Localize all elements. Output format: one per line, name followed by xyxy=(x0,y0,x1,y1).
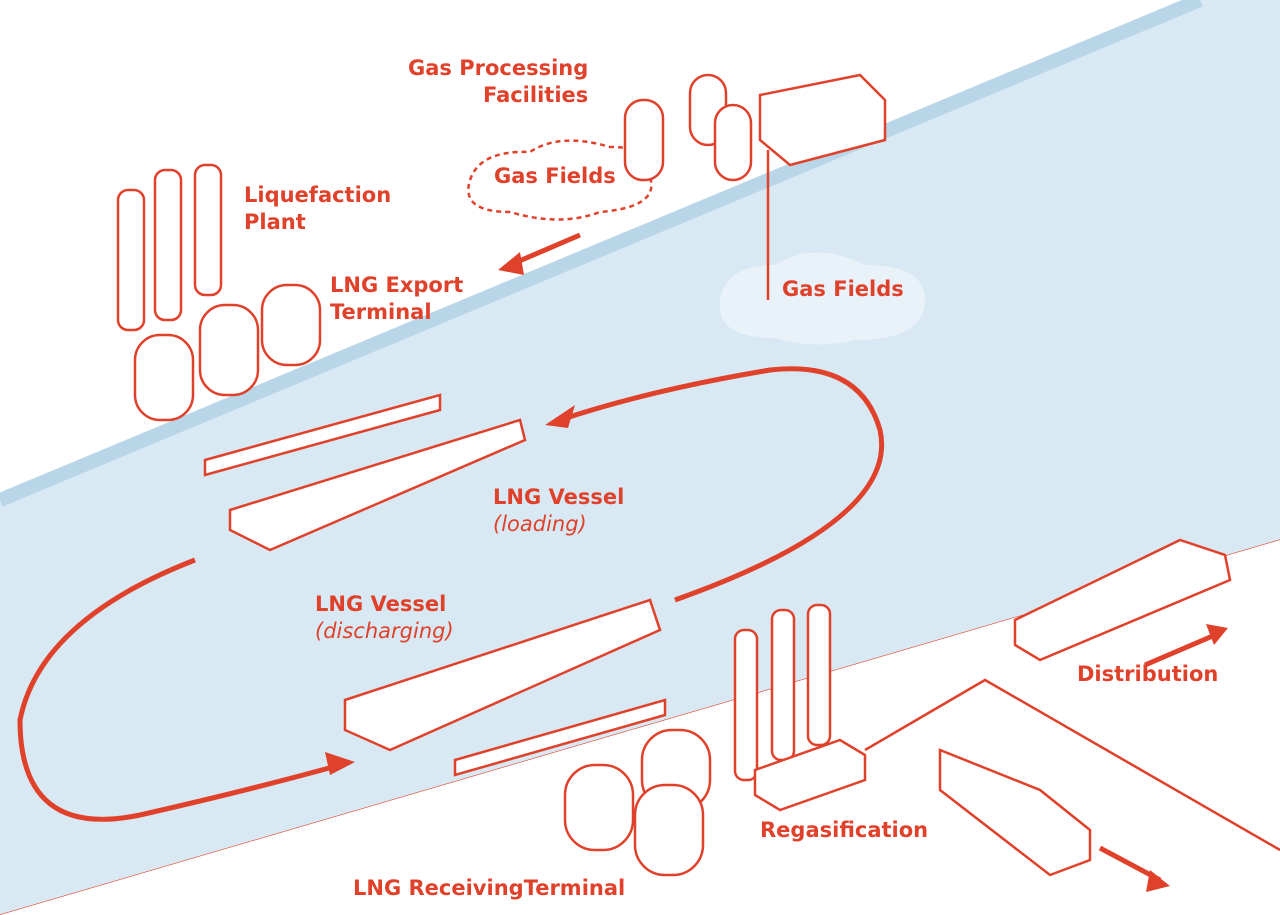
liquefaction-column xyxy=(153,168,183,322)
route-arrow-outbound xyxy=(17,557,341,822)
gas-field-cloud xyxy=(719,252,925,345)
flow-arrow-distribution-rail xyxy=(1144,632,1216,668)
receiving-jetty xyxy=(453,698,667,777)
regas-base xyxy=(753,738,867,812)
label-line: LNG Vessel xyxy=(493,485,625,509)
label-line: LNG Vessel xyxy=(315,592,447,616)
storage-tank xyxy=(563,763,635,852)
label-regasification: Regasification xyxy=(760,818,929,842)
label-line: Gas Processing xyxy=(408,56,589,80)
label-line: Terminal xyxy=(330,300,432,324)
liquefaction-column xyxy=(193,163,223,297)
liquefaction-column xyxy=(116,188,146,332)
arrowhead xyxy=(1146,870,1170,892)
regas-column xyxy=(733,628,759,782)
near-land xyxy=(0,540,1280,915)
storage-tank xyxy=(198,303,260,397)
arrowhead xyxy=(545,405,575,428)
distribution-pipeline xyxy=(864,678,1280,852)
processing-tank xyxy=(713,103,753,182)
storage-tank xyxy=(133,333,195,422)
lng-vessel-discharging xyxy=(343,598,662,752)
label-line: Plant xyxy=(244,210,306,234)
label-distribution: Distribution xyxy=(1077,662,1219,686)
label-lng-receiving-terminal: LNG ReceivingTerminal xyxy=(353,876,626,900)
gas-field-cloud-dashed xyxy=(467,139,653,221)
label-line: Facilities xyxy=(482,83,589,107)
freight-train xyxy=(1013,538,1232,662)
far-shore-line xyxy=(0,0,1203,507)
label-line: Liquefaction xyxy=(244,183,392,207)
regas-column xyxy=(770,608,796,762)
arrowhead xyxy=(498,252,524,275)
label-lng-vessel-loading: LNG Vessel (loading) xyxy=(493,484,624,538)
label-lng-export-terminal: LNG Export Terminal xyxy=(330,272,463,326)
storage-tank xyxy=(633,783,705,877)
label-lng-vessel-discharging: LNG Vessel (discharging) xyxy=(315,591,454,645)
lng-vessel-loading xyxy=(228,418,527,552)
label-gas-processing-facilities: Gas Processing Facilities xyxy=(408,55,588,109)
arrowhead xyxy=(1206,624,1228,645)
tanker-truck xyxy=(938,748,1092,877)
label-note: (loading) xyxy=(493,512,587,536)
export-jetty xyxy=(203,393,442,477)
label-liquefaction-plant: Liquefaction Plant xyxy=(244,182,391,236)
storage-tank xyxy=(260,283,322,367)
regas-column xyxy=(806,603,832,747)
processing-building xyxy=(758,73,887,167)
label-gas-fields-1: Gas Fields xyxy=(494,164,616,188)
arrowhead xyxy=(325,752,355,775)
flow-arrow-export xyxy=(509,232,581,268)
processing-tank xyxy=(623,98,665,182)
route-arrow-return xyxy=(559,366,884,603)
label-note: (discharging) xyxy=(315,619,454,643)
label-gas-fields-2: Gas Fields xyxy=(782,277,904,301)
label-line: LNG Export xyxy=(330,273,464,297)
